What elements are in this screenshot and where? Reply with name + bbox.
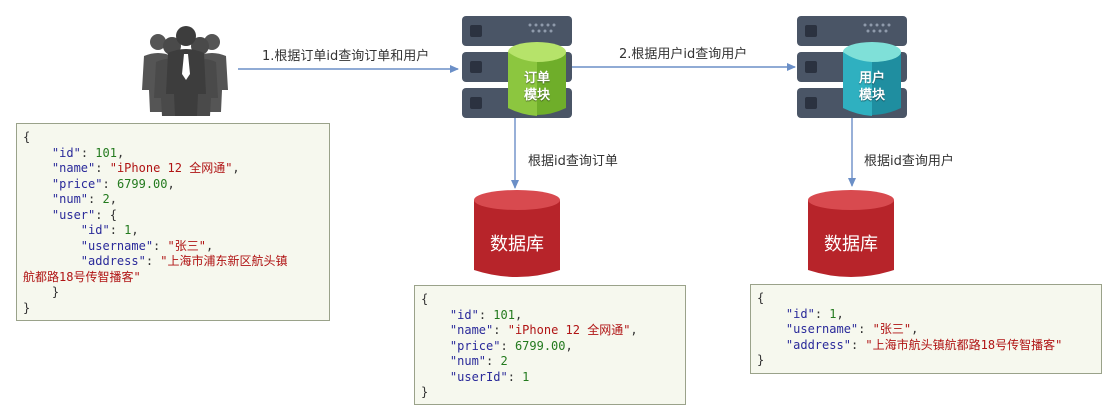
order-db-name: 数据库 — [490, 234, 544, 255]
json-line: } — [23, 300, 31, 315]
json-line: 航都路18号传智播客" — [23, 269, 141, 284]
json-line: "address": "上海市航头镇航都路18号传智播客" — [785, 337, 1063, 352]
json-line: } — [757, 353, 765, 367]
order-module-label: 订单 模块 — [512, 70, 562, 104]
json-line: "userId": 1 — [449, 369, 530, 384]
json-line: "num": 2 — [449, 354, 508, 368]
json-line: { — [421, 292, 429, 306]
user-json-box: { "id": 1, "username": "张三", "address": … — [750, 284, 1102, 374]
order-module-line2: 模块 — [523, 88, 550, 103]
user-db-label: 根据id查询用户 — [864, 154, 954, 169]
order-module-line1: 订单 — [523, 71, 550, 86]
call-order-label: 1.根据订单id查询订单和用户 — [262, 49, 430, 64]
user-module-cylinder — [843, 42, 901, 116]
json-line: } — [421, 385, 429, 399]
json-line: "price": 6799.00, — [449, 338, 573, 353]
json-line: "id": 101, — [449, 307, 523, 322]
json-line: "name": "iPhone 12 全网通", — [51, 161, 240, 175]
order-db-label: 根据id查询订单 — [528, 154, 618, 169]
call-user-label: 2.根据用户id查询用户 — [619, 47, 748, 62]
user-module-line1: 用户 — [858, 71, 885, 86]
json-line: { — [23, 130, 31, 144]
json-line: "price": 6799.00, — [51, 176, 175, 191]
response-json-box: { "id": 101, "name": "iPhone 12 全网通", "p… — [16, 123, 330, 321]
json-line: "id": 1, — [80, 223, 139, 237]
order-module-cylinder — [508, 42, 566, 116]
order-json-box: { "id": 101, "name": "iPhone 12 全网通", "p… — [414, 285, 686, 405]
json-line: "num": 2, — [51, 192, 117, 206]
user-db-name: 数据库 — [824, 234, 878, 255]
json-line: "username": "张三", — [80, 238, 214, 253]
json-line: "name": "iPhone 12 全网通", — [449, 323, 638, 337]
json-line: "username": "张三", — [785, 322, 919, 336]
json-line: { — [757, 291, 765, 305]
json-line: } — [23, 285, 60, 299]
user-database-icon — [808, 190, 894, 277]
user-module-line2: 模块 — [858, 88, 885, 103]
user-module-label: 用户 模块 — [847, 70, 897, 104]
order-database-icon — [474, 190, 560, 277]
json-line: "id": 101, — [51, 145, 125, 160]
json-line: "user": { — [51, 207, 117, 222]
json-line: "address": "上海市浦东新区航头镇 — [80, 254, 288, 268]
json-line: "id": 1, — [785, 306, 844, 321]
